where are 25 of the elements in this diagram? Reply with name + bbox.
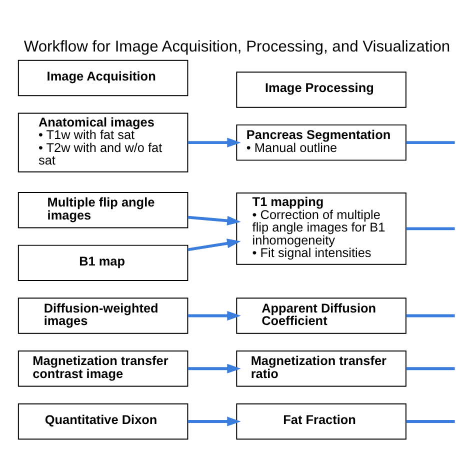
node-box: B1 map xyxy=(18,244,188,282)
connector xyxy=(406,141,455,144)
connector xyxy=(406,367,455,370)
arrow xyxy=(188,216,241,226)
node-box: Anatomical images • T1w with fat sat • T2w with and w/o fat sat xyxy=(18,112,188,172)
node-box: Pancreas Segmentation • Manual outline xyxy=(236,124,406,161)
node-box: Apparent Diffusion Coefficient xyxy=(236,298,406,334)
connector xyxy=(406,420,455,423)
node-box: Image Acquisition xyxy=(18,60,188,96)
node-box: Fat Fraction xyxy=(236,403,406,440)
node-box: Image Processing xyxy=(236,72,406,108)
arrow xyxy=(188,310,241,321)
arrow xyxy=(188,364,241,374)
node-box: T1 mapping • Correction of multiple flip angle images for B1 inhomogeneity • Fit signal intensities xyxy=(236,192,406,265)
node-box: Diffusion-weighted images xyxy=(18,298,188,334)
node-box: Quantitative Dixon xyxy=(18,403,188,440)
node-box: Magnetization transfer contrast image xyxy=(18,350,188,387)
arrow xyxy=(188,238,241,252)
arrow xyxy=(188,138,241,148)
connector xyxy=(406,314,455,318)
arrow xyxy=(188,416,241,426)
diagram-title: Workflow for Image Acquisition, Processing, and Visualization xyxy=(24,38,450,56)
connector xyxy=(406,227,455,230)
node-box: Magnetization transfer ratio xyxy=(236,350,406,387)
node-box: Multiple flip angle images xyxy=(18,192,188,228)
